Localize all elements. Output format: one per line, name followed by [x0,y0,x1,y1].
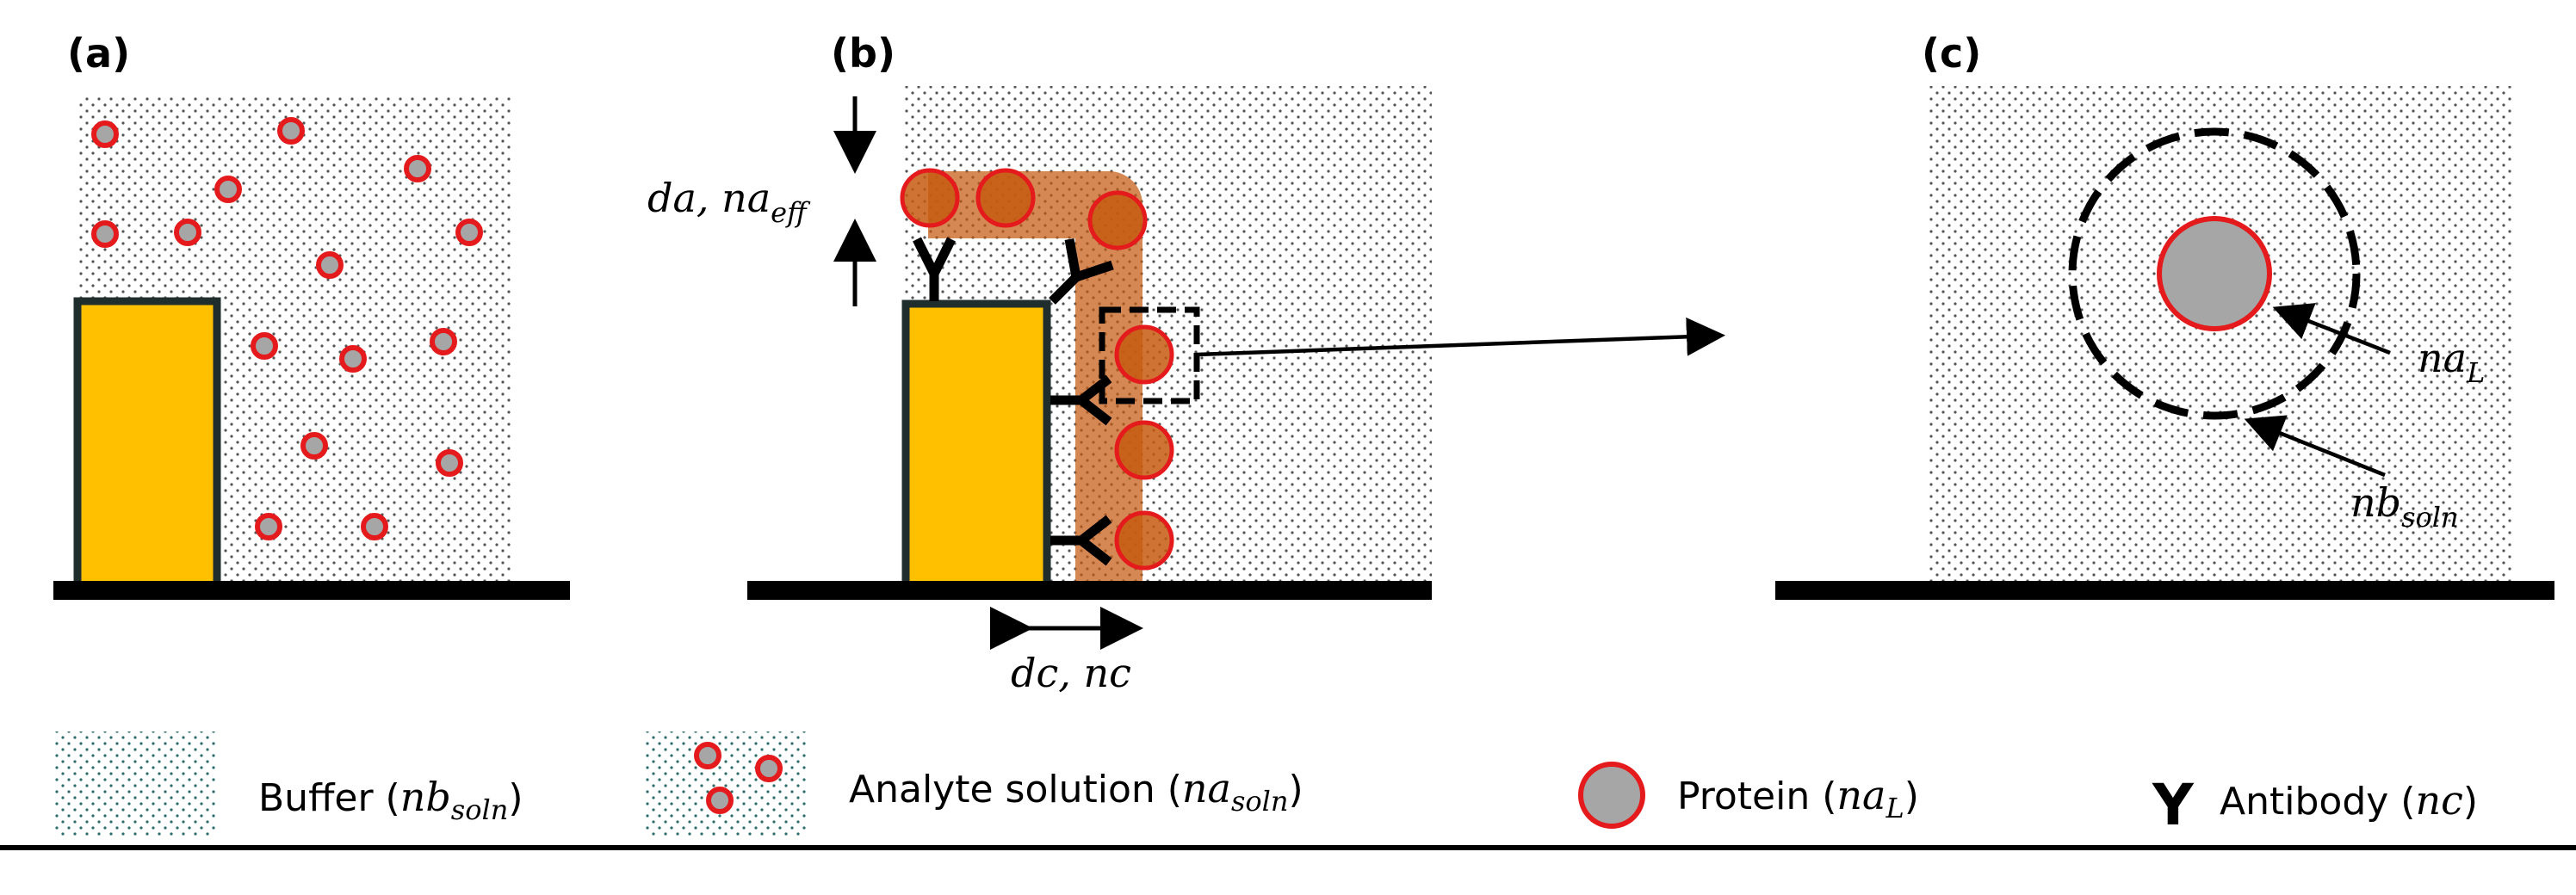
protein-icon [2157,216,2272,331]
buffer-swatch [53,731,215,838]
legend-buffer: Buffer (nbsoln) [258,774,523,826]
protein-icon [900,168,960,228]
analyte-swatch [644,731,806,838]
analyte-particle [755,755,783,782]
protein-icon [1114,324,1174,385]
protein-icon [1087,190,1148,250]
legend-analyte: Analyte solution (nasoln) [849,765,1303,818]
legend: Buffer (nbsoln) Analyte solution (nasoln… [0,731,2576,850]
panel-c-label: (c) [1922,30,1981,77]
analyte-particle [404,155,431,182]
analyte-particle [455,219,483,246]
panel-c: (c) naL nbsoln [1775,30,2554,600]
panel-b-label: (b) [831,30,895,77]
analyte-particle [316,251,344,279]
panel-a-label: (a) [67,30,130,77]
dc-label: dc, nc [1011,650,1131,696]
bound-proteins-b [900,168,1174,571]
antibody-icon [913,237,956,301]
analyte-particle [430,328,457,355]
analyte-particle [361,513,388,540]
legend-antibody: Antibody (nc) [2220,777,2478,824]
antibody-icon [1050,515,1112,566]
antibodies-b [913,237,1114,566]
nbsoln-arrow [2244,415,2386,478]
zoom-box [1099,306,1200,404]
protein-icon [1578,762,1645,829]
protein-icon [1114,420,1174,480]
analyte-particle [214,176,242,203]
analyte-particles-a [91,117,483,540]
electrode-b [901,299,1051,589]
analyte-particle [339,345,367,373]
buffer-region-c [1927,86,2512,585]
bottom-rule [0,845,2576,850]
protein-icon [1114,510,1174,571]
analyte-particle [174,219,201,246]
analyte-swatch-particles [694,742,783,814]
analyte-particle [694,742,721,769]
analyte-particle [436,449,463,477]
analyte-particle [300,432,328,460]
panel-b: (b) [647,30,1725,696]
antibody-icon [1049,238,1114,305]
da-label: da, naeff [647,175,811,229]
analyte-particle [255,513,282,540]
analyte-particle [91,120,119,148]
substrate-b [747,581,1432,600]
legend-protein: Protein (naL) [1677,772,1919,824]
naL-label: naL [2418,335,2485,389]
electrode-a [73,297,221,589]
analyte-particle [251,332,278,360]
analyte-particle [277,117,305,145]
zoom-arrow [1196,317,1725,357]
naL-arrow [2272,303,2391,355]
debye-boundary [2068,127,2361,420]
substrate-a [53,581,570,600]
antibody-icon [1050,374,1112,426]
antibody-icon: Y [2152,772,2195,838]
analyte-particle [706,787,734,814]
panel-a: (a) [53,30,570,600]
protein-icon [975,168,1036,228]
nbsoln-label: nbsoln [2350,479,2459,534]
substrate-c [1775,581,2554,600]
analyte-particle [91,220,119,248]
